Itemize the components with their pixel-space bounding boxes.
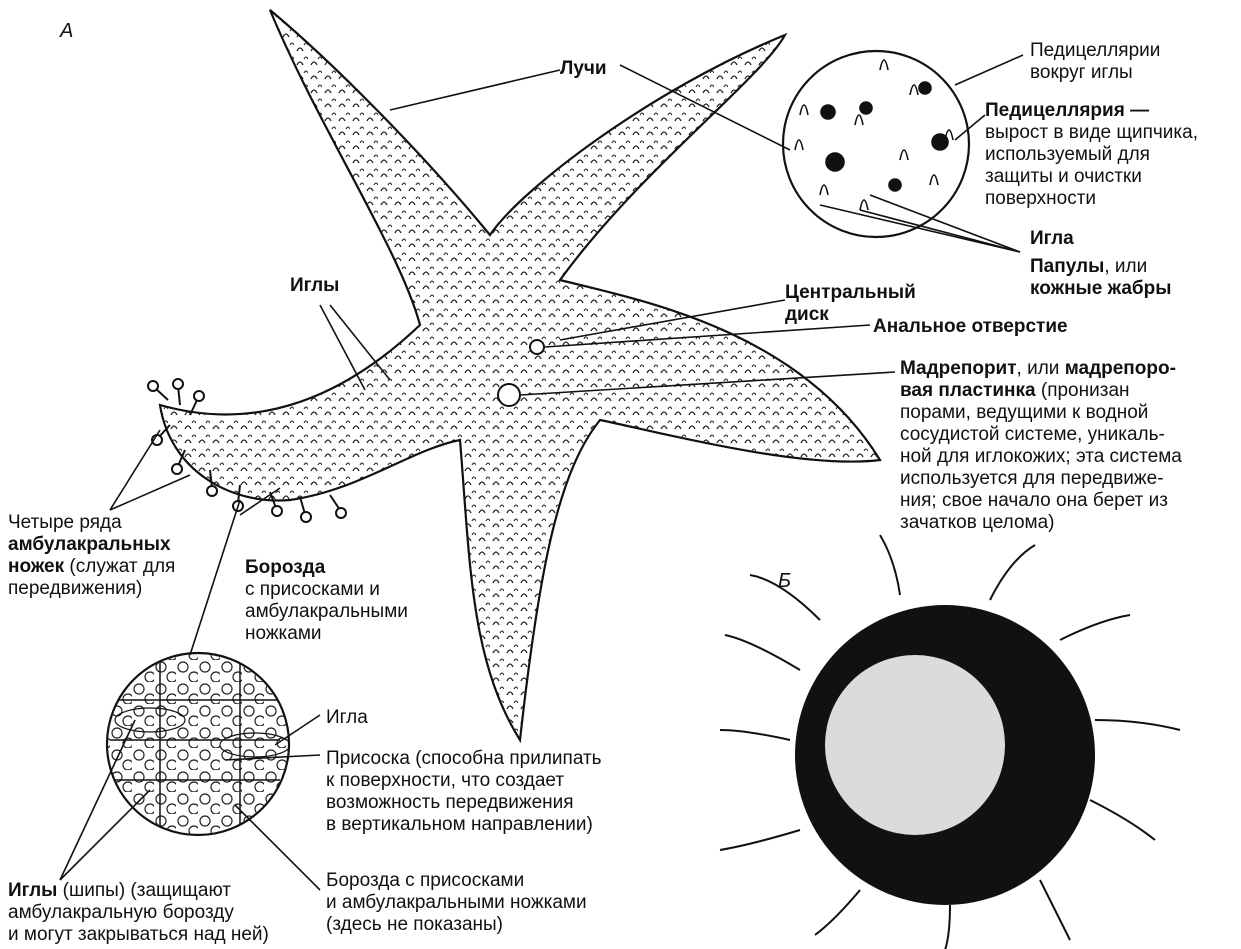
label-sucker: Присоска (способна прилипать к поверхнос… — [326, 748, 602, 836]
label-groove-not-shown: Борозда с присосками и амбулакральными н… — [326, 870, 587, 936]
figure-letter-a: А — [60, 20, 73, 43]
label-anus: Анальное отверстие — [873, 316, 1068, 338]
label-spines: Иглы — [290, 275, 339, 297]
label-tube-feet: Четыре ряда амбулакральных ножек (служат… — [8, 512, 175, 600]
groove-inset — [105, 650, 295, 840]
label-groove: Борозда с присосками и амбулакральными н… — [245, 557, 408, 645]
label-rays: Лучи — [560, 58, 607, 80]
sea-urchin — [720, 535, 1180, 949]
pedicellariae-inset — [783, 50, 969, 237]
label-madreporite: Мадрепорит, или мадрепоро- вая пластинка… — [900, 358, 1182, 534]
label-inset-spine: Игла — [326, 707, 368, 729]
figure-letter-b: Б — [778, 570, 791, 593]
label-spine: Игла — [1030, 228, 1074, 250]
label-spines-protect: Иглы (шипы) (защищают амбулакральную бор… — [8, 880, 269, 946]
label-pedicellaria: Педицеллярия — вырост в виде щипчика, ис… — [985, 100, 1198, 210]
label-papulae: Папулы, или кожные жабры — [1030, 256, 1171, 300]
